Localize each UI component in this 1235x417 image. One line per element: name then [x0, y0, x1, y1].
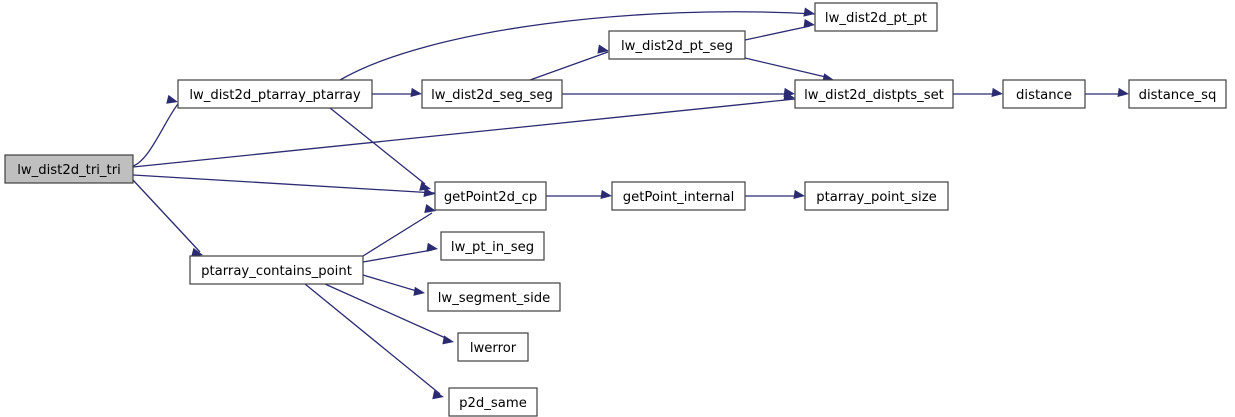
arrow-head-icon: [191, 247, 203, 257]
edge-ptarray_contains_point-to-p2d_same: [304, 283, 444, 400]
node-label: getPoint2d_cp: [444, 190, 537, 205]
node-getPoint2d_cp[interactable]: getPoint2d_cp: [434, 181, 547, 211]
arrow-head-icon: [597, 44, 609, 54]
edge-ptarray_contains_point-to-lw_pt_in_seg: [362, 242, 438, 263]
node-label: distance: [1016, 88, 1072, 103]
edge-lw_dist2d_tri_tri-to-ptarray_contains_point: [132, 179, 203, 257]
node-label: lw_segment_side: [438, 291, 551, 306]
node-label: lw_dist2d_distpts_set: [804, 88, 944, 103]
edge-lw_dist2d_tri_tri-to-lw_dist2d_ptarray_ptarray: [132, 94, 179, 167]
edge-lw_dist2d_seg_seg-to-lw_dist2d_pt_seg: [529, 44, 609, 81]
edge-lw_dist2d_pt_seg-to-lw_dist2d_distpts_set: [744, 57, 834, 83]
arrow-head-icon: [423, 187, 435, 198]
edge-getPoint_internal-to-ptarray_point_size: [745, 189, 805, 200]
node-box[interactable]: [421, 79, 563, 109]
arrow-head-icon: [442, 335, 454, 345]
node-box[interactable]: [1002, 79, 1086, 109]
node-label: lw_dist2d_seg_seg: [431, 88, 553, 103]
node-lw_dist2d_seg_seg[interactable]: lw_dist2d_seg_seg: [421, 79, 563, 109]
node-lw_pt_in_seg[interactable]: lw_pt_in_seg: [440, 231, 545, 261]
edge-lw_dist2d_ptarray_ptarray-to-lw_dist2d_seg_seg: [372, 87, 422, 98]
node-lw_dist2d_pt_pt[interactable]: lw_dist2d_pt_pt: [814, 2, 938, 32]
node-label: distance_sq: [1139, 88, 1217, 103]
edge-lw_dist2d_pt_seg-to-lw_dist2d_pt_pt: [744, 18, 815, 41]
arrow-head-icon: [803, 18, 815, 29]
node-lw_segment_side[interactable]: lw_segment_side: [427, 282, 561, 312]
node-label: lw_pt_in_seg: [451, 240, 534, 255]
edge-ptarray_contains_point-to-lwerror: [324, 283, 454, 345]
node-lw_dist2d_tri_tri[interactable]: lw_dist2d_tri_tri: [4, 154, 134, 184]
edge-ptarray_contains_point-to-getPoint2d_cp: [362, 204, 436, 257]
node-getPoint_internal[interactable]: getPoint_internal: [611, 181, 746, 211]
node-lw_dist2d_ptarray_ptarray[interactable]: lw_dist2d_ptarray_ptarray: [177, 79, 373, 109]
nodes-layer: lw_dist2d_tri_tri lw_dist2d_ptarray_ptarr…: [4, 2, 1227, 417]
node-box[interactable]: [4, 154, 134, 184]
edge-lw_dist2d_ptarray_ptarray-to-getPoint2d_cp: [329, 107, 431, 191]
edge-distance-to-distance_sq: [1085, 87, 1129, 98]
node-label: lw_dist2d_pt_pt: [825, 11, 927, 26]
node-ptarray_point_size[interactable]: ptarray_point_size: [804, 181, 949, 211]
node-lwerror[interactable]: lwerror: [457, 332, 529, 362]
node-label: lw_dist2d_pt_seg: [621, 39, 733, 54]
node-box[interactable]: [608, 30, 746, 60]
arrow-head-icon: [424, 204, 436, 214]
edge-ptarray_contains_point-to-lw_segment_side: [362, 274, 425, 296]
node-lw_dist2d_pt_seg[interactable]: lw_dist2d_pt_seg: [608, 30, 746, 60]
edge-lw_dist2d_seg_seg-to-lw_dist2d_distpts_set: [562, 87, 795, 98]
node-p2d_same[interactable]: p2d_same: [448, 387, 538, 417]
node-box[interactable]: [448, 387, 538, 417]
node-distance_sq[interactable]: distance_sq: [1128, 79, 1227, 109]
node-box[interactable]: [794, 79, 954, 109]
arrow-head-icon: [410, 87, 422, 98]
edge-lw_dist2d_ptarray_ptarray-to-lw_dist2d_pt_pt: [339, 7, 816, 81]
node-box[interactable]: [457, 332, 529, 362]
node-box[interactable]: [1128, 79, 1227, 109]
node-label: getPoint_internal: [623, 190, 735, 205]
arrow-head-icon: [413, 286, 425, 296]
arrow-head-icon: [419, 181, 431, 191]
edge-lw_dist2d_distpts_set-to-distance: [953, 87, 1003, 98]
node-box[interactable]: [177, 79, 373, 109]
edges-layer: [132, 7, 1129, 400]
node-box[interactable]: [434, 181, 547, 211]
arrow-head-icon: [426, 242, 438, 252]
arrow-head-icon: [166, 94, 178, 104]
node-label: lwerror: [470, 341, 517, 356]
node-label: lw_dist2d_ptarray_ptarray: [189, 88, 361, 103]
edge-lw_dist2d_tri_tri-to-getPoint2d_cp: [132, 174, 436, 198]
arrow-head-icon: [803, 7, 815, 17]
node-box[interactable]: [611, 181, 746, 211]
arrow-head-icon: [783, 87, 795, 98]
arrow-head-icon: [1117, 87, 1129, 98]
node-lw_dist2d_distpts_set[interactable]: lw_dist2d_distpts_set: [794, 79, 954, 109]
node-ptarray_contains_point[interactable]: ptarray_contains_point: [189, 255, 364, 285]
node-label: ptarray_point_size: [816, 190, 937, 205]
node-box[interactable]: [427, 282, 561, 312]
arrow-head-icon: [432, 390, 444, 400]
node-box[interactable]: [814, 2, 938, 32]
node-label: lw_dist2d_tri_tri: [17, 163, 121, 178]
node-box[interactable]: [804, 181, 949, 211]
node-box[interactable]: [189, 255, 364, 285]
arrow-head-icon: [600, 189, 612, 200]
node-distance[interactable]: distance: [1002, 79, 1086, 109]
arrow-head-icon: [991, 87, 1003, 98]
node-label: ptarray_contains_point: [201, 264, 352, 279]
arrow-head-icon: [793, 189, 805, 200]
edge-getPoint2d_cp-to-getPoint_internal: [546, 189, 612, 200]
node-label: p2d_same: [459, 396, 527, 411]
node-box[interactable]: [440, 231, 545, 261]
